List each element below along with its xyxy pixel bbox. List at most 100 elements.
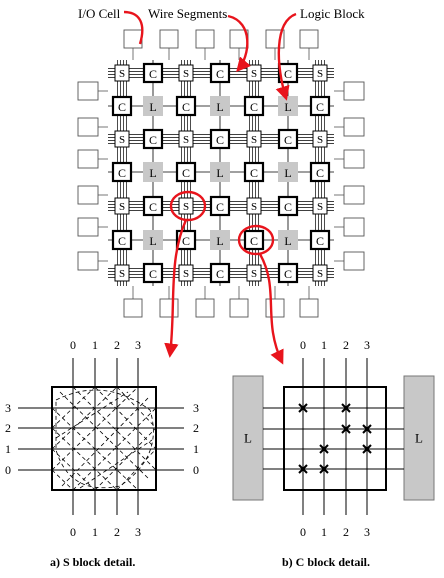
connection-block bbox=[111, 161, 133, 183]
logic-block bbox=[210, 162, 230, 182]
connection-block bbox=[309, 95, 331, 117]
connection-block-letter: C bbox=[250, 234, 258, 248]
logic-block-pointer bbox=[275, 12, 297, 101]
switch-block bbox=[312, 197, 328, 215]
s-track-number-top: 0 bbox=[70, 338, 76, 352]
connection-block bbox=[243, 95, 265, 117]
s-track-number-bottom: 2 bbox=[114, 525, 120, 539]
c-connection-x bbox=[362, 444, 372, 454]
c-block-caption: b) C block detail. bbox=[282, 555, 371, 569]
connection-block bbox=[209, 195, 231, 217]
io-cell bbox=[159, 298, 179, 318]
switch-block-letter: S bbox=[317, 268, 323, 280]
s-switch-connection bbox=[79, 439, 153, 489]
io-cell bbox=[229, 298, 249, 318]
connection-block bbox=[277, 262, 299, 284]
wire-segments-label: Wire Segments bbox=[148, 6, 228, 21]
logic-block-left bbox=[232, 375, 264, 501]
io-cell bbox=[343, 117, 365, 137]
connection-block-letter: C bbox=[118, 234, 126, 248]
s-track-number-right: 0 bbox=[193, 463, 199, 477]
s-switch-connection bbox=[51, 427, 118, 491]
s-track-number-left: 0 bbox=[5, 463, 11, 477]
logic-block-right-letter: L bbox=[415, 431, 423, 446]
switch-block bbox=[312, 64, 328, 82]
connection-block-letter: C bbox=[216, 267, 224, 281]
c-track-number-top: 2 bbox=[343, 338, 349, 352]
logic-block bbox=[210, 230, 230, 250]
c-connection-x bbox=[341, 424, 351, 434]
c-connection-x bbox=[319, 464, 329, 474]
switch-block bbox=[178, 197, 194, 215]
logic-block-label: Logic Block bbox=[300, 6, 365, 21]
logic-block bbox=[210, 96, 230, 116]
s-track-number-left: 2 bbox=[5, 421, 11, 435]
connection-block-letter: C bbox=[149, 67, 157, 81]
connection-block-letter: C bbox=[284, 200, 292, 214]
callout-arrows bbox=[123, 10, 297, 365]
switch-block bbox=[178, 64, 194, 82]
logic-block-letter: L bbox=[216, 234, 223, 248]
highlight-s-block bbox=[169, 190, 207, 222]
io-cell bbox=[159, 29, 179, 49]
logic-block-letter: L bbox=[284, 100, 291, 114]
c-block-box bbox=[283, 386, 387, 491]
c-connection-x bbox=[341, 403, 351, 413]
connection-block-letter: C bbox=[284, 267, 292, 281]
s-track-number-top: 1 bbox=[92, 338, 98, 352]
s-track-number-left: 3 bbox=[5, 401, 11, 415]
switch-block bbox=[178, 264, 194, 282]
connection-block bbox=[175, 95, 197, 117]
connection-block bbox=[142, 128, 164, 150]
s-switch-connection bbox=[51, 386, 139, 471]
io-cell bbox=[77, 251, 99, 271]
connection-block-letter: C bbox=[182, 100, 190, 114]
arrow-to-c-detail bbox=[258, 253, 284, 365]
c-track-number-top: 3 bbox=[364, 338, 370, 352]
io-cell bbox=[343, 251, 365, 271]
s-switch-connection bbox=[51, 386, 96, 429]
c-connection-x bbox=[298, 403, 308, 413]
io-cell bbox=[343, 217, 365, 237]
logic-block bbox=[278, 230, 298, 250]
s-switch-connection bbox=[61, 395, 151, 487]
s-switch-connection bbox=[55, 391, 129, 439]
connection-block bbox=[209, 62, 231, 84]
c-connection-x bbox=[319, 444, 329, 454]
s-track-number-bottom: 1 bbox=[92, 525, 98, 539]
logic-block-letter: L bbox=[149, 166, 156, 180]
s-track-number-right: 3 bbox=[193, 401, 199, 415]
c-connection-x bbox=[362, 424, 372, 434]
logic-block-letter: L bbox=[284, 166, 291, 180]
switch-block-letter: S bbox=[251, 68, 257, 80]
logic-block bbox=[278, 96, 298, 116]
s-track-number-bottom: 0 bbox=[70, 525, 76, 539]
connection-block bbox=[111, 229, 133, 251]
switch-block-letter: S bbox=[317, 68, 323, 80]
connection-block bbox=[142, 62, 164, 84]
logic-block-letter: L bbox=[149, 100, 156, 114]
logic-block bbox=[143, 162, 163, 182]
logic-block bbox=[143, 96, 163, 116]
arrow-to-s-detail bbox=[164, 219, 188, 358]
wire-segments-pointer bbox=[227, 14, 251, 73]
connection-block-letter: C bbox=[149, 200, 157, 214]
s-switch-connection bbox=[72, 407, 157, 491]
connection-block bbox=[111, 95, 133, 117]
logic-block-right bbox=[403, 375, 435, 501]
connection-block bbox=[175, 161, 197, 183]
connection-block-letter: C bbox=[182, 166, 190, 180]
s-track-number-left: 1 bbox=[5, 442, 11, 456]
highlight-c-block bbox=[237, 224, 275, 256]
io-cell bbox=[343, 149, 365, 169]
switch-block-letter: S bbox=[317, 201, 323, 213]
connection-block-letter: C bbox=[118, 166, 126, 180]
s-block-box bbox=[51, 386, 157, 491]
switch-block bbox=[114, 264, 130, 282]
switch-block bbox=[246, 264, 262, 282]
connection-block-letter: C bbox=[216, 133, 224, 147]
c-track-number-top: 0 bbox=[300, 338, 306, 352]
io-cell bbox=[77, 217, 99, 237]
